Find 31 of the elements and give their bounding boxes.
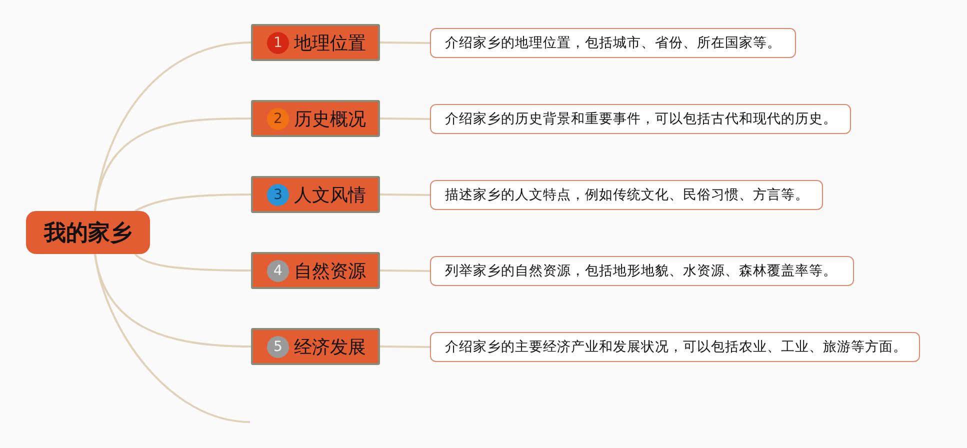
topic-title: 自然资源	[294, 260, 366, 282]
connector-line	[134, 194, 251, 212]
topic-box	[251, 176, 380, 213]
connector-line	[94, 118, 251, 212]
number-badge: 5	[267, 336, 289, 358]
topic-box	[251, 24, 380, 61]
number-badge: 2	[267, 108, 289, 130]
connector-line	[94, 254, 252, 348]
topic-title: 人文风情	[294, 184, 366, 206]
central-topic: 我的家乡	[26, 211, 150, 254]
description-box: 介绍家乡的地理位置，包括城市、省份、所在国家等。	[430, 28, 796, 58]
connector-line	[380, 118, 430, 120]
topic-title: 历史概况	[294, 108, 366, 130]
topic-title: 地理位置	[294, 32, 366, 54]
description-box: 介绍家乡的历史背景和重要事件，可以包括古代和现代的历史。	[430, 104, 851, 134]
topic-box	[251, 100, 380, 137]
connector-line	[380, 346, 430, 348]
topic-box	[251, 328, 380, 365]
description-box: 描述家乡的人文特点，例如传统文化、民俗习惯、方言等。	[430, 180, 823, 210]
number-badge: 4	[267, 260, 289, 282]
topic-title: 经济发展	[294, 336, 366, 358]
description-box: 介绍家乡的主要经济产业和发展状况，可以包括农业、工业、旅游等方面。	[430, 332, 920, 362]
connector-line	[134, 253, 251, 272]
description-box: 列举家乡的自然资源，包括地形地貌、水资源、森林覆盖率等。	[430, 256, 854, 286]
number-badge: 1	[267, 32, 289, 54]
connector-line	[380, 194, 430, 196]
connector-line	[380, 270, 430, 272]
topic-box	[251, 252, 380, 289]
connector-line	[94, 254, 250, 423]
number-badge: 3	[267, 184, 289, 206]
connector-line	[380, 42, 430, 44]
